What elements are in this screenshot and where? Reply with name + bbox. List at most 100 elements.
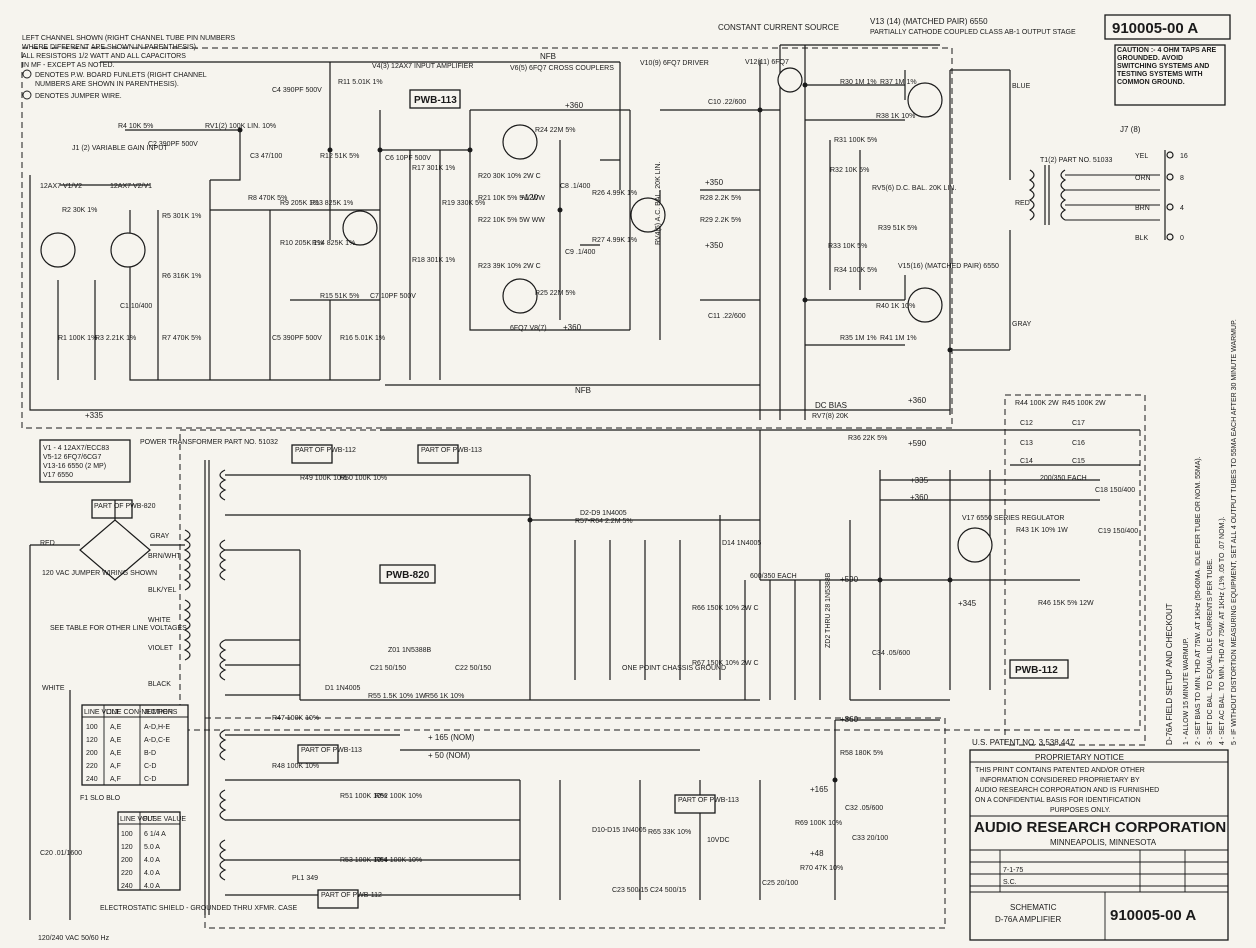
primary-wire-white2: WHITE [148, 617, 171, 624]
tap-4: BRN 4 [1135, 203, 1184, 212]
part-pwb113-box-bot [674, 794, 716, 814]
svg-text:120: 120 [86, 737, 98, 744]
v335-label: +335 [910, 476, 929, 485]
r51-label: R51 100K 10% [340, 793, 387, 800]
c6-label: C6 10PF 500V [385, 155, 431, 162]
primary-wiring: RED 120 VAC JUMPER WIRING SHOWN SEE TABL… [29, 500, 187, 920]
c1-label: C1 10/400 [120, 303, 152, 310]
v360-label: +360 [840, 715, 859, 724]
r43-label: R43 1K 10% 1W [1016, 527, 1068, 534]
svg-text:4.0 A: 4.0 A [144, 870, 160, 877]
tube-type-row: V1 - 4 12AX7/ECC83 [43, 445, 109, 452]
pl1-label: PL1 349 [292, 875, 318, 882]
svg-text:100: 100 [121, 831, 133, 838]
v360-label: +360 [908, 396, 927, 405]
note-line: IN MF - EXCEPT AS NOTED. [22, 62, 114, 69]
setup-note: 4 - SET AC BAL. TO MIN. THD AT 75W. AT 1… [1219, 516, 1226, 745]
r34-label: R34 100K 5% [834, 267, 877, 274]
r24-label: R24 22M 5% [535, 127, 575, 134]
doc-number-top: 910005-00 A [1112, 20, 1198, 37]
c14-label: C14 [1020, 458, 1033, 465]
doc-number-bottom: 910005-00 A [1110, 907, 1196, 924]
voltage-labels-lower: +335 +360 +590 +345 +360 + 165 (NOM) + 5… [428, 476, 977, 858]
svg-text:A,E: A,E [110, 724, 122, 731]
jumper-row: 120 A,E A-D,C-E [86, 737, 170, 744]
tap-ohms: 8 [1180, 175, 1184, 182]
drawing-date: 7-1-75 [1003, 867, 1023, 874]
fuse-header: FUSE VALUE [143, 816, 186, 823]
r46-label: R46 15K 5% 12W [1038, 600, 1094, 607]
svg-text:A,E: A,E [110, 750, 122, 757]
r21-label: R21 10K 5% 5W WW [478, 195, 545, 202]
jumper-row: 100 A,E A-D,H-E [86, 724, 170, 731]
part-pwb112-box-top [291, 444, 333, 464]
pwb112-label: PWB-112 [1015, 665, 1058, 676]
c10-label: C10 .22/600 [708, 99, 746, 106]
c20-label: C20 .01/1600 [40, 850, 82, 857]
c4-label: C4 390PF 500V [272, 87, 322, 94]
primary-wire-gray: GRAY [150, 533, 170, 540]
notice-title: PROPRIETARY NOTICE [1035, 753, 1124, 762]
setup-note: 2 - SET BIAS TO MIN. THD AT 75W. AT 1KHz… [1195, 456, 1202, 745]
c19-label: C19 150/400 [1098, 528, 1138, 535]
caution-box [1114, 44, 1226, 106]
r58-label: R58 180K 5% [840, 750, 883, 757]
r17-label: R17 301K 1% [412, 165, 455, 172]
setup-note: 1 - ALLOW 15 MINUTE WARMUP. [1183, 638, 1190, 745]
tube-v6: V6(5) 6FQ7 CROSS COUPLERS [502, 65, 614, 160]
jumper-row: 240 A,F C-D [86, 776, 156, 783]
part-pwb112-label: PART OF PWB-112 [295, 447, 356, 454]
r38-label: R38 1K 10% [876, 113, 915, 120]
r20-label: R20 30K 10% 2W C [478, 173, 541, 180]
r37-label: R37 1M 1% [880, 79, 917, 86]
component-labels-lower: R44 100K 2W R45 100K 2W C12 C13 C14 C17 … [272, 400, 1138, 894]
r13-label: R13 825K 1% [310, 200, 353, 207]
d14-label: D14 1N4005 [722, 540, 761, 547]
pwb112-box [1009, 659, 1069, 679]
svg-text:4.0 A: 4.0 A [144, 883, 160, 890]
c12-label: C12 [1020, 420, 1033, 427]
svg-text:100: 100 [86, 724, 98, 731]
tap-color: YEL [1135, 153, 1148, 160]
r11-label: R11 5.01K 1% [338, 79, 383, 86]
r65-label: R65 33K 10% [648, 829, 691, 836]
t1-label: T1(2) PART NO. 51033 [1040, 157, 1112, 164]
output-terminals-j7: J7 (8) YEL 16 ORN 8 BRN 4 BLK 0 [1120, 125, 1188, 242]
c5-label: C5 390PF 500V [272, 335, 322, 342]
caution-text: CAUTION :- 4 OHM TAPS ARE GROUNDED. AVOI… [1117, 47, 1217, 86]
svg-text:A,F: A,F [110, 763, 121, 770]
c23-label: C23 500/15 [612, 887, 648, 894]
r31-label: R31 100K 5% [834, 137, 877, 144]
setup-notes: D-76A FIELD SETUP AND CHECKOUT 1 - ALLOW… [1165, 319, 1238, 745]
lower-wiring [225, 429, 1140, 900]
tap-ohms: 16 [1180, 153, 1188, 160]
pwb820-label: PWB-820 [386, 570, 430, 581]
part-pwb113-box-top [417, 444, 459, 464]
primary-wire-violet: VIOLET [148, 645, 174, 652]
tube-v17: V17 6550 SERIES REGULATOR [957, 515, 1064, 563]
r53-label: R53 100K 10% [340, 857, 387, 864]
r32-label: R32 10K 5% [830, 167, 869, 174]
tap-0: BLK 0 [1135, 233, 1184, 242]
svg-text:C-D: C-D [144, 776, 156, 783]
v350-label: +350 [705, 241, 724, 250]
c26-31-label: 600/350 EACH [750, 573, 797, 580]
svg-text:200: 200 [86, 750, 98, 757]
r7-label: R7 470K 5% [162, 335, 201, 342]
junction-dots [237, 82, 953, 783]
v350-label: +350 [705, 178, 724, 187]
r36-label: R36 22K 5% [848, 435, 887, 442]
v590-label: +590 [908, 439, 927, 448]
v50-nom-label: + 50 (NOM) [428, 751, 470, 760]
v165-label: +165 [810, 785, 829, 794]
tube-v4: V4(3) 12AX7 INPUT AMPLIFIER [342, 63, 473, 246]
output-transformer-t1: T1(2) PART NO. 51033 RED BLUE GRAY [1012, 83, 1160, 328]
r3-label: R3 2.21K 1% [95, 335, 136, 342]
r41-label: R41 1M 1% [880, 335, 917, 342]
notice-line: PURPOSES ONLY. [1050, 807, 1110, 814]
j7-label: J7 (8) [1120, 125, 1141, 134]
r48-label: R48 100K 10% [272, 763, 319, 770]
pwb820-box [379, 564, 436, 584]
